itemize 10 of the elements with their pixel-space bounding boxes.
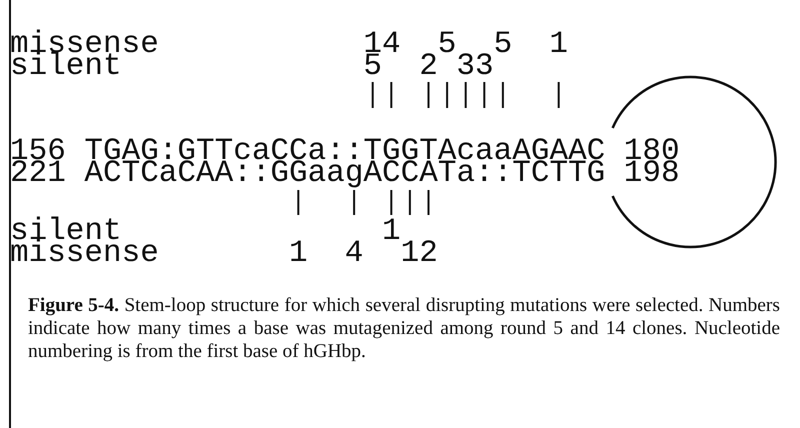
mutation-count: 2	[419, 55, 438, 79]
mutation-count: 1	[289, 242, 308, 266]
mutation-count: 33	[456, 55, 494, 79]
figure-caption: Figure 5-4. Stem-loop structure for which several disrupting mutations were selected. Numbers indicate how many times a base was mutagenized among round 5 and 14 clones. Nucleotide numbering is from the first base of hGHbp.	[28, 294, 780, 363]
mutation-count: 1	[382, 220, 401, 244]
mutation-count: 1	[549, 33, 568, 57]
mutation-count: 4	[344, 242, 364, 266]
mutation-count: 5	[438, 33, 456, 57]
mutation-count: 12	[400, 242, 438, 266]
mutation-count: 5	[494, 33, 512, 57]
